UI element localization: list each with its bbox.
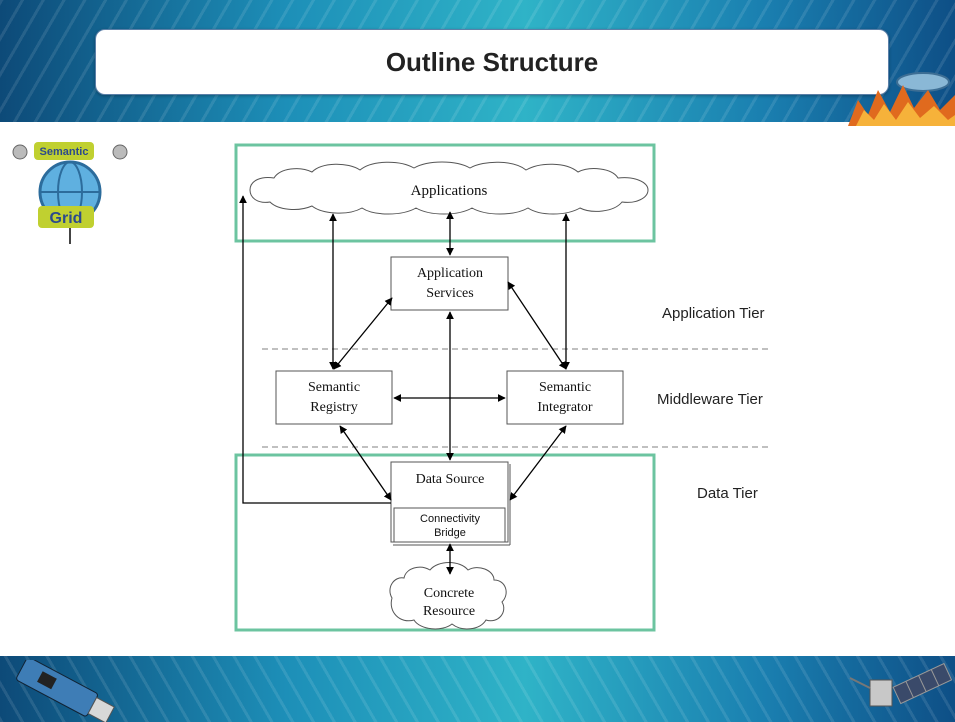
arrow-services-integrator <box>507 281 567 370</box>
connectivity-bridge-label-1: Connectivity <box>420 513 480 525</box>
applications-label: Applications <box>411 183 488 199</box>
arrow-datasource-apps <box>239 195 391 504</box>
slide-title: Outline Structure <box>385 47 599 77</box>
semantic-grid-logo: Semantic Grid <box>12 142 128 244</box>
semantic-integrator-box <box>506 370 624 425</box>
data-tier-label: Data Tier <box>697 485 758 502</box>
satellite-icon <box>849 662 953 707</box>
application-tier-highlight <box>234 143 656 243</box>
semantic-registry-label-2: Registry <box>310 400 357 415</box>
concrete-resource-label-2: Resource <box>423 604 475 619</box>
middleware-tier-label: Middleware Tier <box>657 391 763 408</box>
semantic-integrator-label-2: Integrator <box>537 400 593 415</box>
semantic-integrator-label-1: Semantic <box>539 380 591 395</box>
usb-device-icon <box>16 660 115 722</box>
application-services-box <box>390 256 509 311</box>
application-tier-label: Application Tier <box>662 305 765 322</box>
logo-word-grid: Grid <box>50 210 83 227</box>
connectivity-bridge-box <box>393 507 506 543</box>
semantic-registry-box <box>275 370 393 425</box>
title-box: Outline Structure <box>95 29 889 95</box>
fire-decoration-icon <box>848 72 955 126</box>
concrete-resource-label-1: Concrete <box>424 586 475 601</box>
application-services-label-1: Application <box>417 266 483 281</box>
data-source-label: Data Source <box>416 472 485 487</box>
semantic-registry-label-1: Semantic <box>308 380 360 395</box>
arrow-registry-datasource <box>339 425 392 501</box>
arrow-services-registry <box>333 297 393 370</box>
applications-cloud <box>249 161 649 215</box>
connectivity-bridge-label-2: Bridge <box>434 527 466 539</box>
concrete-resource-cloud <box>389 562 507 630</box>
application-services-label-2: Services <box>426 286 473 301</box>
logo-word-semantic: Semantic <box>40 146 89 158</box>
footer-background <box>0 656 955 722</box>
arrow-integrator-datasource <box>509 425 567 501</box>
data-tier-highlight <box>234 453 656 632</box>
